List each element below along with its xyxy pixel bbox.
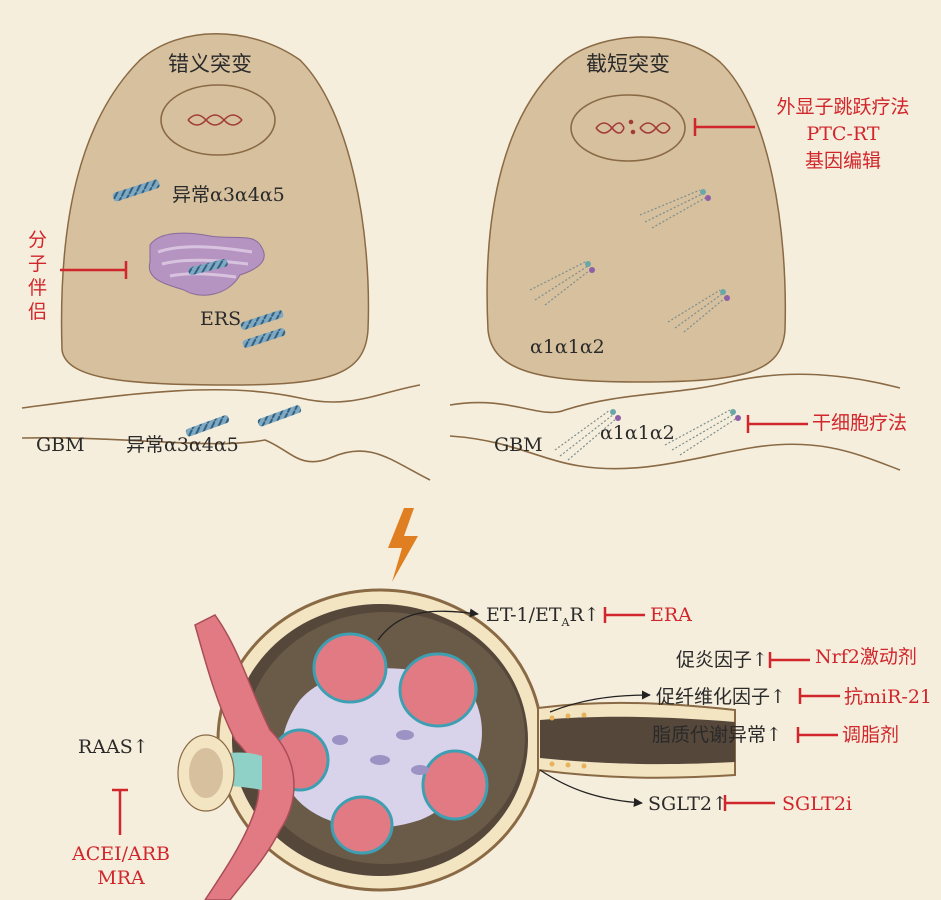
fibrosis-arrow [549,690,651,713]
et-label: ET-1/ETAR↑ [486,604,600,629]
nrf2-label: Nrf2激动剂 [815,646,917,668]
right-cell-title: 截短突变 [586,52,670,76]
glomerulus-illustration [177,588,736,900]
left-nucleus [160,84,276,156]
right-cell-collagen-label: α1α1α2 [530,336,605,358]
collagen-heads [585,189,741,421]
right-cell-body [486,36,787,383]
lipid-label: 脂质代谢异常↑ [652,724,782,746]
sglt2-arrow [539,769,643,807]
fibrosis-label: 促纤维化因子↑ [656,686,786,708]
gbm-left-label: GBM [36,434,85,456]
gbm-membranes [21,373,901,481]
sglt2i-label: SGLT2i [782,793,853,815]
ers-label: ERS [200,308,242,330]
left-dna-icon [187,114,243,126]
lightning-bolt-icon [388,508,418,582]
right-nucleus [570,94,686,162]
gbm-right-label: GBM [494,434,543,456]
left-abnormal-collagen-label: 异常α3α4α5 [172,184,285,206]
left-cell-body [60,33,370,386]
chaperone-label: 分 子 伴 侣 [28,229,48,323]
sglt2-label: SGLT2↑ [648,793,728,815]
left-cell-title: 错义突变 [168,52,252,76]
collagen-trimer-icons [529,189,738,461]
inflammation-label: 促炎因子↑ [676,649,768,671]
gbm-right-collagen-label: α1α1α2 [600,422,675,444]
et-arrow [377,608,479,641]
mir21-label: 抗miR-21 [844,686,932,708]
right-dna-fragment-icon [595,119,671,135]
raas-drugs-label: ACEI/ARB MRA [71,843,171,889]
raas-label: RAAS↑ [78,736,149,758]
abnormal-collagen-icons [112,179,302,437]
era-label: ERA [650,604,692,626]
lipid-drug-label: 调脂剂 [842,724,900,746]
truncating-therapy-label: 外显子跳跃疗法 PTC-RT 基因编辑 [776,96,910,172]
stem-cell-therapy-label: 干细胞疗法 [812,412,908,434]
gbm-left-collagen-label: 异常α3α4α5 [126,434,239,456]
